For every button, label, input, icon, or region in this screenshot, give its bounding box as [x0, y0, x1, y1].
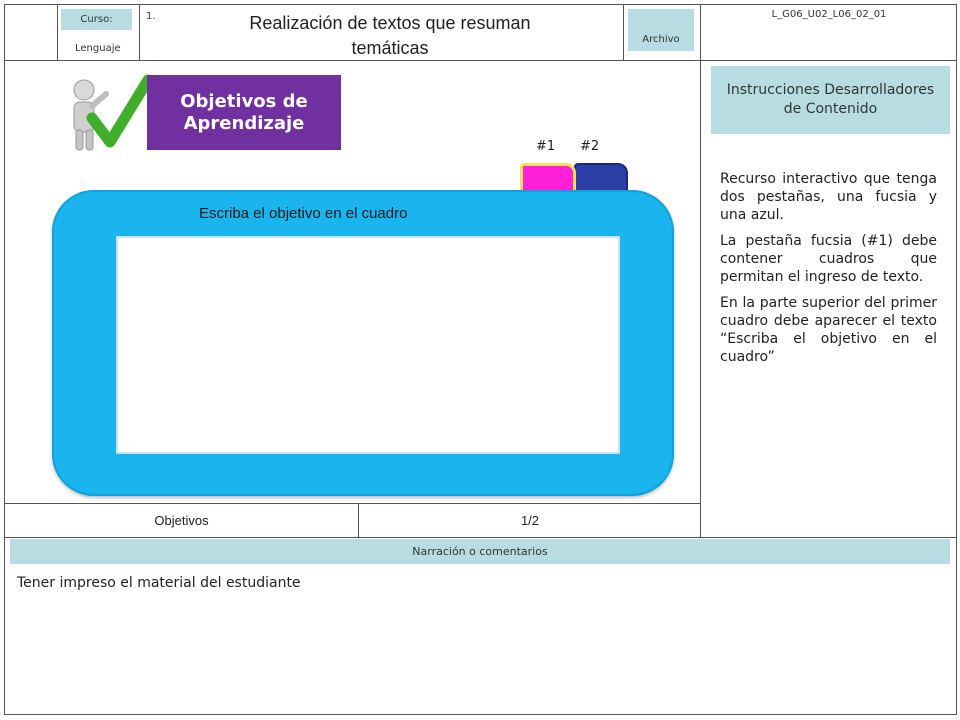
- tab-blue[interactable]: [574, 163, 628, 193]
- footer-row-top: [4, 503, 701, 504]
- lesson-number: 1.: [146, 11, 156, 22]
- tab-2-number: #2: [580, 139, 600, 154]
- resource-code: L_G06_U02_L06_02_01: [771, 9, 887, 20]
- instruction-paragraph: En la parte superior del primer cuadro d…: [720, 295, 937, 365]
- tab-1-number: #1: [536, 139, 556, 154]
- header-col-3: [623, 4, 624, 60]
- page-indicator: 1/2: [520, 513, 540, 528]
- main-right-divider: [700, 60, 701, 537]
- section-label: Objetivos: [154, 513, 209, 528]
- page-title: Realización de textos que resuman temáti…: [249, 13, 531, 58]
- panel-title: Escriba el objetivo en el cuadro: [199, 205, 408, 222]
- objective-textbox[interactable]: [116, 236, 620, 454]
- objectives-banner: Objetivos de Aprendizaje: [147, 75, 341, 150]
- tab-fuchsia[interactable]: [520, 163, 576, 193]
- course-label: Curso:: [61, 9, 132, 30]
- border-bottom: [4, 714, 957, 715]
- header-divider: [4, 60, 957, 61]
- border-left: [4, 4, 5, 715]
- border-right: [956, 4, 957, 715]
- border-top: [4, 4, 957, 5]
- person-checkmark-icon: [73, 74, 152, 151]
- instruction-paragraph: La pestaña fucsia (#1) debe contener cua…: [720, 233, 937, 285]
- instructions-body: Recurso interactivo que tenga dos pestañ…: [720, 170, 937, 374]
- file-label[interactable]: Archivo: [628, 9, 694, 51]
- instruction-paragraph: Recurso interactivo que tenga dos pestañ…: [720, 171, 937, 223]
- instructions-title: Instrucciones Desarrolladores de Conteni…: [711, 66, 950, 134]
- course-value: Lenguaje: [75, 43, 121, 54]
- narration-label: Narración o comentarios: [10, 539, 950, 564]
- narration-text: Tener impreso el material del estudiante: [17, 575, 301, 591]
- header-col-1: [57, 4, 58, 60]
- narration-top: [4, 537, 957, 538]
- header-col-4: [700, 4, 701, 60]
- footer-row-mid: [358, 503, 359, 537]
- header-col-2: [139, 4, 140, 60]
